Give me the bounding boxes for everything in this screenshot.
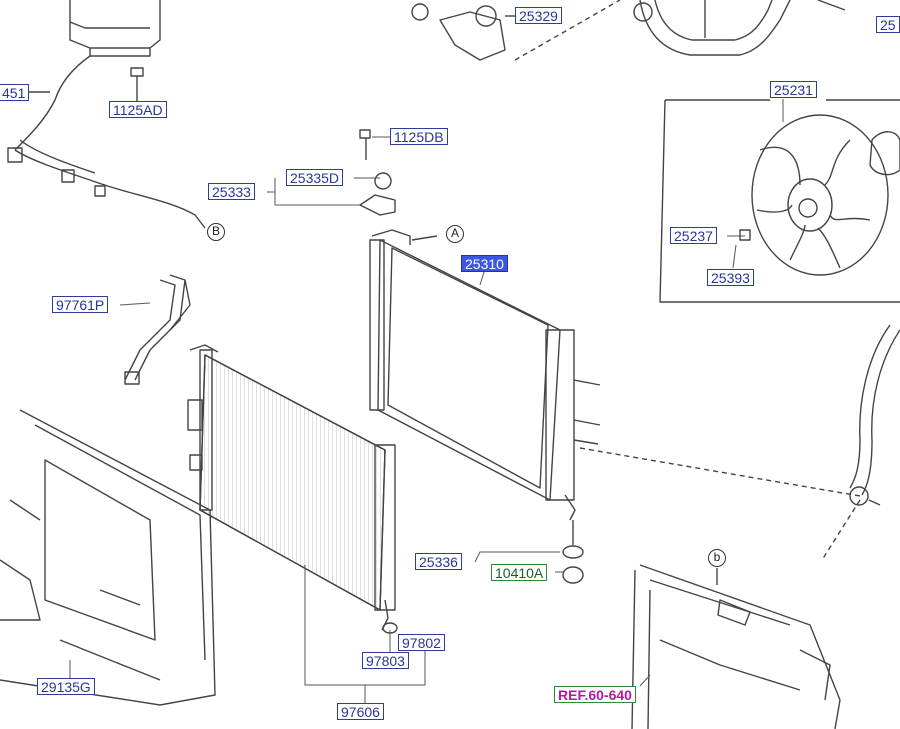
part-label-25231[interactable]: 25231 (770, 81, 817, 98)
bolt-1125ad-drawing (130, 67, 144, 103)
front-end-carrier-drawing (631, 564, 841, 729)
callout-b-lower: b (708, 549, 726, 567)
part-label-25335d[interactable]: 25335D (286, 169, 344, 186)
reservoir-tank-drawing (69, 0, 161, 57)
part-label-29135g[interactable]: 29135G (37, 678, 95, 695)
bracket-25333-drawing (359, 129, 396, 216)
overflow-hose-drawing (0, 55, 206, 229)
drain-plug-drawing (382, 520, 584, 634)
part-label-1125ad[interactable]: 1125AD (109, 101, 167, 118)
upper-hose-drawing (514, 0, 846, 61)
part-label-1125db[interactable]: 1125DB (390, 128, 448, 145)
air-guard-drawing (0, 409, 216, 706)
callout-a: A (446, 225, 464, 243)
part-label-25237[interactable]: 25237 (670, 227, 717, 244)
cap-25329-drawing (411, 3, 515, 61)
ref-label-60-640[interactable]: REF.60-640 (554, 686, 636, 703)
part-label-97761p[interactable]: 97761P (52, 296, 109, 313)
part-label-97803[interactable]: 97803 (362, 652, 409, 669)
radiator-25310-drawing (369, 229, 601, 521)
part-label-25329[interactable]: 25329 (515, 7, 562, 24)
part-label-10410a[interactable]: 10410A (491, 564, 548, 581)
part-label-25451[interactable]: 451 (0, 84, 30, 101)
part-label-25393[interactable]: 25393 (707, 269, 754, 286)
part-label-25336[interactable]: 25336 (415, 553, 462, 570)
callout-b-upper: B (207, 223, 225, 241)
condenser-drawing (187, 344, 396, 631)
part-label-97606[interactable]: 97606 (337, 703, 384, 720)
part-label-top-right[interactable]: 25 (876, 16, 900, 33)
fan-assembly-panel (659, 99, 900, 303)
part-label-25333[interactable]: 25333 (208, 183, 255, 200)
part-label-97802[interactable]: 97802 (398, 634, 445, 651)
ac-line-drawing (124, 274, 191, 385)
part-label-25310[interactable]: 25310 (461, 255, 508, 272)
leader-lines (69, 99, 784, 703)
lower-hose-drawing (579, 324, 900, 561)
